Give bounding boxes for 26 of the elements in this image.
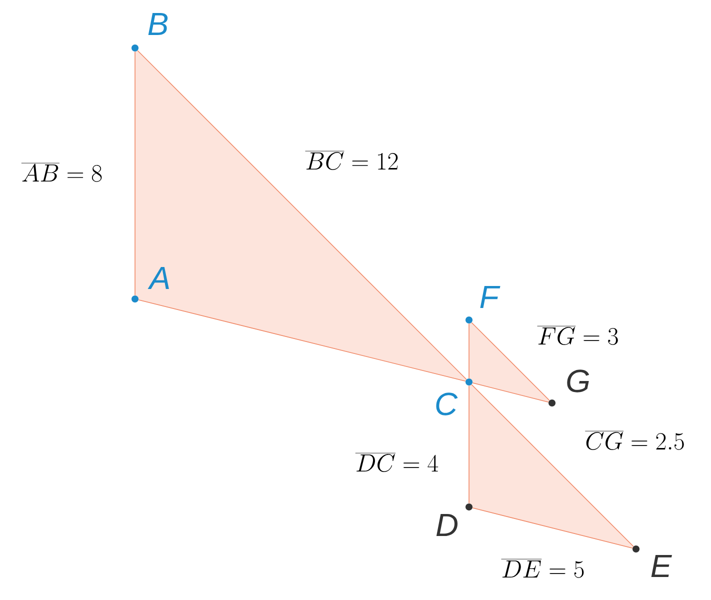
triangle-side bbox=[472, 508, 633, 548]
triangle-side bbox=[468, 385, 470, 504]
point-label: G bbox=[567, 370, 590, 392]
length-label: $\overline{AB} = 8$ bbox=[21, 163, 102, 182]
length-label: $\overline{FG} = 3$ bbox=[537, 326, 618, 346]
point-dot bbox=[548, 400, 556, 406]
point-label: A bbox=[148, 267, 169, 289]
length-label: $\overline{CG} = 2.5$ bbox=[585, 431, 684, 450]
point-label: F bbox=[480, 286, 500, 308]
point-dot bbox=[132, 296, 138, 302]
point-label: D bbox=[436, 514, 458, 536]
point-label: B bbox=[148, 13, 168, 35]
triangle-side bbox=[472, 382, 549, 402]
triangle-side bbox=[134, 51, 136, 296]
length-label: $\overline{BC} = 12$ bbox=[305, 151, 398, 170]
triangle-side bbox=[138, 300, 466, 382]
point-dot bbox=[466, 316, 472, 324]
length-label: $\overline{DE} = 5$ bbox=[501, 559, 584, 578]
point-label: E bbox=[651, 555, 672, 577]
point-dot bbox=[466, 378, 472, 386]
length-label: $\overline{DC} = 4$ bbox=[355, 453, 438, 472]
point-dot bbox=[466, 504, 472, 510]
point-label: C bbox=[436, 392, 458, 416]
triangle-side bbox=[468, 323, 470, 379]
point-dot bbox=[132, 44, 138, 52]
point-dot bbox=[632, 546, 640, 552]
